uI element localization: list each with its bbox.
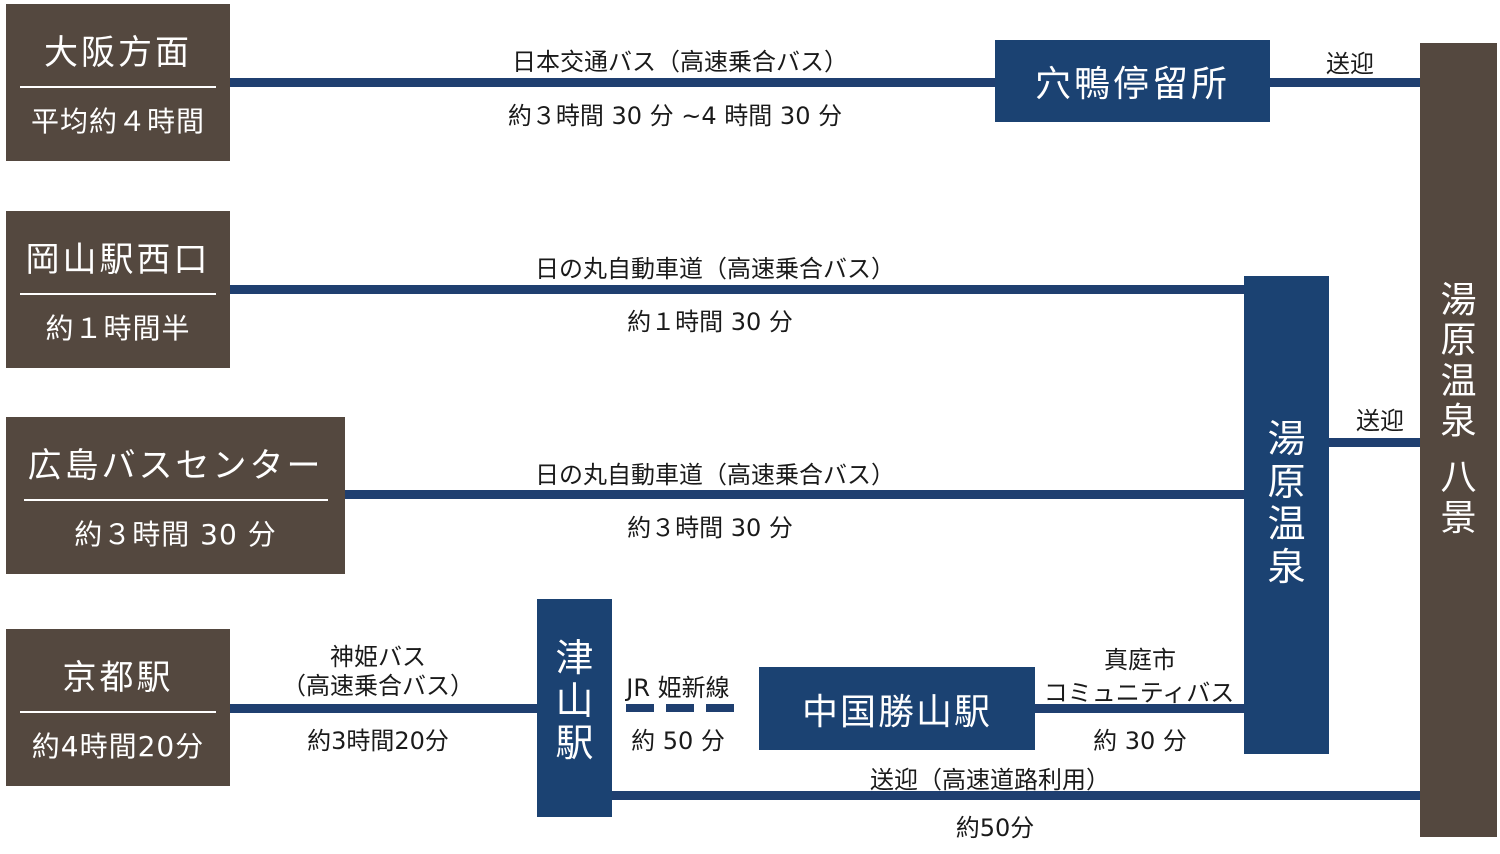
destination-char-3: 温 <box>1440 360 1477 402</box>
destination-char-6: 景 <box>1440 497 1477 539</box>
origin-kyoto: 京都駅 約4時間20分 <box>6 629 230 786</box>
origin-hiroshima-name: 広島バスセンター <box>23 438 328 501</box>
station-tsuyama-char-1: 津 <box>555 636 594 680</box>
station-yubara-char-3: 温 <box>1267 502 1306 547</box>
station-anagamo: 穴鴨停留所 <box>995 40 1270 122</box>
destination-char-2: 原 <box>1440 320 1477 362</box>
kyoto-carrier-line2: （高速乗合バス） <box>282 672 474 700</box>
origin-okayama-name: 岡山駅西口 <box>20 232 216 295</box>
anagamo-transfer-label: 送迎 <box>1326 50 1374 78</box>
hiroshima-carrier-label: 日の丸自動車道（高速乗合バス） <box>535 461 895 489</box>
community-carrier-line1: 真庭市 <box>1104 646 1176 674</box>
route-line-yubara-transfer <box>1328 438 1422 447</box>
route-line-anagamo-transfer <box>1270 78 1422 87</box>
origin-osaka-name: 大阪方面 <box>20 25 216 88</box>
route-line-jr-kishin <box>626 704 746 712</box>
route-line-community <box>1035 704 1245 713</box>
origin-kyoto-time: 約4時間20分 <box>31 730 205 763</box>
jr-carrier-label: JR 姫新線 <box>626 674 730 702</box>
route-line-tsuyama-transfer <box>612 791 1422 800</box>
kyoto-duration-label: 約3時間20分 <box>307 727 449 755</box>
route-line-hiroshima <box>345 490 1245 499</box>
origin-okayama: 岡山駅西口 約１時間半 <box>6 211 230 368</box>
station-chugoku-katsuyama-label: 中国勝山駅 <box>801 691 992 733</box>
origin-osaka-time: 平均約４時間 <box>30 105 205 138</box>
origin-hiroshima: 広島バスセンター 約３時間 30 分 <box>6 417 345 574</box>
jr-duration-label: 約 50 分 <box>631 727 725 755</box>
yubara-transfer-label: 送迎 <box>1356 407 1404 435</box>
station-chugoku-katsuyama: 中国勝山駅 <box>759 667 1035 750</box>
station-tsuyama: 津 山 駅 <box>537 599 612 817</box>
destination-char-5: 八 <box>1440 457 1477 499</box>
tsuyama-transfer-duration: 約50分 <box>955 814 1035 842</box>
route-line-okayama <box>230 285 1245 294</box>
station-yubara: 湯 原 温 泉 <box>1244 276 1329 754</box>
origin-hiroshima-time: 約３時間 30 分 <box>74 518 277 551</box>
kyoto-carrier-line1: 神姫バス <box>330 643 426 671</box>
station-yubara-char-4: 泉 <box>1267 544 1306 589</box>
origin-kyoto-name: 京都駅 <box>20 650 216 713</box>
station-yubara-char-1: 湯 <box>1267 417 1306 461</box>
station-yubara-char-2: 原 <box>1267 459 1306 504</box>
origin-okayama-time: 約１時間半 <box>45 312 191 345</box>
tsuyama-transfer-carrier: 送迎（高速道路利用） <box>870 766 1110 794</box>
route-line-osaka <box>230 78 996 87</box>
route-line-kyoto <box>230 704 538 713</box>
station-anagamo-label: 穴鴨停留所 <box>1034 64 1230 105</box>
osaka-carrier-label: 日本交通バス（高速乗合バス） <box>512 48 848 76</box>
okayama-carrier-label: 日の丸自動車道（高速乗合バス） <box>535 255 895 283</box>
okayama-duration-label: 約１時間 30 分 <box>627 308 793 336</box>
origin-osaka: 大阪方面 平均約４時間 <box>6 4 230 161</box>
osaka-duration-label: 約３時間 30 分 ~4 時間 30 分 <box>507 102 843 130</box>
destination-char-1: 湯 <box>1440 280 1477 321</box>
destination-yubara-hakkei: 湯 原 温 泉 八 景 <box>1420 43 1497 837</box>
community-duration-label: 約 30 分 <box>1093 727 1187 755</box>
hiroshima-duration-label: 約３時間 30 分 <box>627 514 793 542</box>
station-tsuyama-char-3: 駅 <box>555 721 594 766</box>
community-carrier-line2: コミュニティバス <box>1043 679 1235 707</box>
station-tsuyama-char-2: 山 <box>555 678 594 723</box>
destination-char-4: 泉 <box>1440 400 1477 442</box>
